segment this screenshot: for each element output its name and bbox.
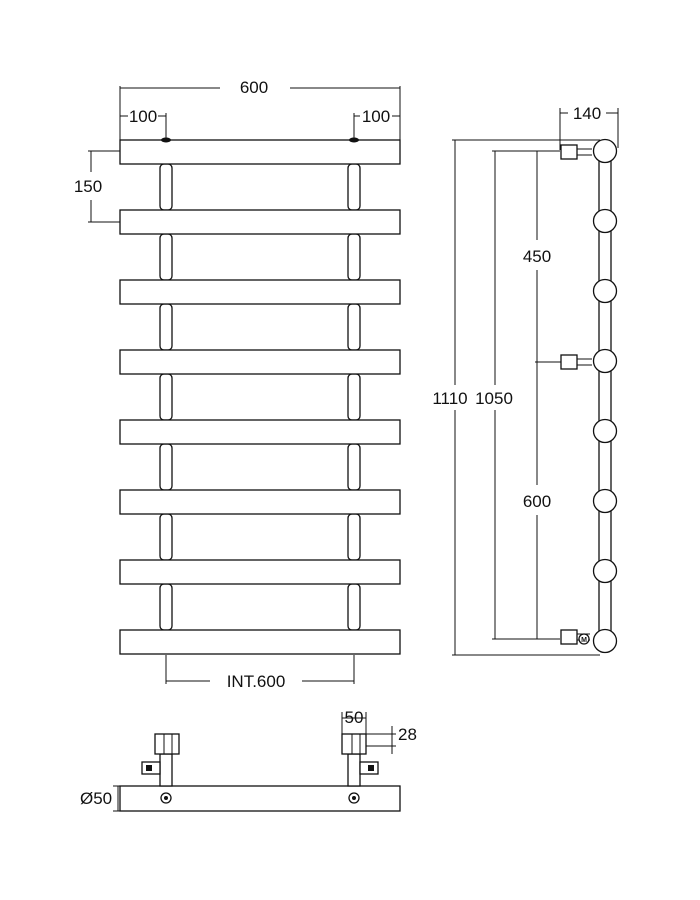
bar-end-circle xyxy=(592,208,618,234)
bar-end-circle xyxy=(592,138,618,164)
collector-segment xyxy=(159,373,173,421)
bar-end-circle xyxy=(592,348,618,374)
dim-left-offset: 100 xyxy=(129,107,157,126)
collector-segment xyxy=(159,583,173,631)
dim-right-offset: 100 xyxy=(362,107,390,126)
pitch-dimension: 150 xyxy=(74,150,120,223)
bar-end-circle xyxy=(592,418,618,444)
bar-end-circle xyxy=(592,558,618,584)
dim-depth: 140 xyxy=(573,104,601,123)
dim-inlet-spacing: INT.600 xyxy=(227,672,286,691)
dim-total-height: 1110 xyxy=(432,389,467,408)
collector-segment xyxy=(347,233,361,281)
bar-end-circle xyxy=(592,488,618,514)
dim-valve-offset: 50 xyxy=(345,708,364,727)
horizontal-bar xyxy=(119,489,401,515)
collector-segment xyxy=(159,513,173,561)
collector-segment xyxy=(347,443,361,491)
inlet-spacing-dimension: INT.600 xyxy=(165,655,355,691)
horizontal-bar xyxy=(119,209,401,235)
left-inlet-marker xyxy=(161,137,171,143)
dim-bar-pitch: 150 xyxy=(74,177,102,196)
bottom-view: 50 28 Ø50 xyxy=(80,708,417,812)
bar-end-circle xyxy=(592,628,618,654)
width-dimension: 600 xyxy=(119,78,401,140)
horizontal-bars xyxy=(119,139,401,655)
diameter-dimension: Ø50 xyxy=(80,785,120,812)
collector-segment xyxy=(159,233,173,281)
left-plan-collector xyxy=(141,733,180,804)
horizontal-bar xyxy=(119,559,401,585)
valve-icon xyxy=(578,633,590,645)
dim-height-inner: 1050 xyxy=(475,389,513,408)
offset-dimensions: 100 100 xyxy=(120,107,400,143)
dim-lower-span: 600 xyxy=(523,492,551,511)
collector-segment xyxy=(347,373,361,421)
horizontal-bar xyxy=(119,419,401,445)
collector-segment xyxy=(347,163,361,211)
horizontal-bar xyxy=(119,279,401,305)
horizontal-bar xyxy=(119,629,401,655)
collector-segment xyxy=(347,303,361,351)
bottom-connector: M xyxy=(560,629,590,645)
top-connector xyxy=(560,144,592,160)
horizontal-bar xyxy=(119,139,401,165)
front-view: 600 100 100 150 xyxy=(74,78,401,691)
collector-segment xyxy=(159,163,173,211)
collector-segment xyxy=(347,583,361,631)
side-bar-ends xyxy=(592,138,618,654)
horizontal-bar xyxy=(119,349,401,375)
dim-tube-diameter: Ø50 xyxy=(80,789,112,808)
dim-upper-span: 450 xyxy=(523,247,551,266)
height-dimensions: 1110 1050 450 600 xyxy=(432,139,600,656)
side-view: 140 M 1110 xyxy=(432,104,619,656)
middle-connector xyxy=(560,354,592,370)
bar-end-circle xyxy=(592,278,618,304)
dim-valve-size: 28 xyxy=(398,725,417,744)
collector-segment xyxy=(347,513,361,561)
collector-segment xyxy=(159,303,173,351)
valve-dimensions: 50 28 xyxy=(341,708,417,754)
dim-overall-width: 600 xyxy=(240,78,268,97)
depth-dimension: 140 xyxy=(559,104,619,150)
left-collector xyxy=(159,163,173,631)
svg-text:M: M xyxy=(581,637,587,644)
collector-segment xyxy=(159,443,173,491)
right-plan-collector xyxy=(341,733,379,804)
right-inlet-marker xyxy=(349,137,359,143)
